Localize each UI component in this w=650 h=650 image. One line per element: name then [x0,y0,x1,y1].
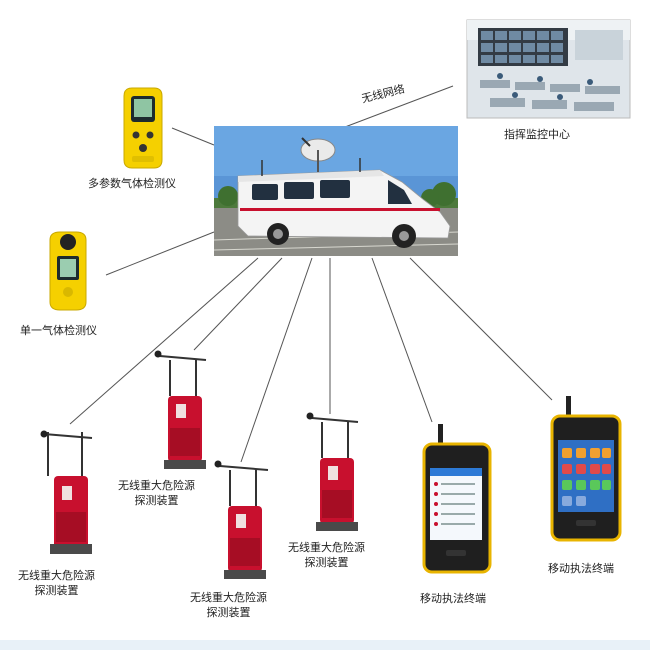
connector-mobile-1 [372,258,432,422]
single-gas-detector-image [50,232,86,310]
multi-gas-detector-label: 多参数气体检测仪 [88,176,176,191]
hazard-detector-3-label-line1: 无线重大危险源 [190,590,267,605]
connector-hazard-2 [194,258,282,350]
connector-hazard-1 [70,258,258,424]
hazard-detector-4-image [307,413,359,532]
mobile-terminal-1-image [424,424,490,572]
connector-multi-gas [172,128,214,145]
bottom-strip [0,640,650,650]
mobile-terminal-2-label: 移动执法终端 [548,561,614,576]
hazard-detector-4-label-line1: 无线重大危险源 [288,540,365,555]
mobile-terminal-1-label: 移动执法终端 [420,591,486,606]
hazard-detector-4-label-line2: 探测装置 [288,555,365,570]
hazard-detector-3-image [215,461,269,580]
hazard-detector-2-label: 无线重大危险源 探测装置 [118,478,195,508]
hazard-detector-3-label-line2: 探测装置 [190,605,267,620]
hazard-detector-1-label-line1: 无线重大危险源 [18,568,95,583]
hazard-detector-4-label: 无线重大危险源 探测装置 [288,540,365,570]
command-center-photo [467,20,630,118]
hazard-detector-1-image [41,431,93,555]
hazard-detector-3-label: 无线重大危险源 探测装置 [190,590,267,620]
hazard-detector-1-label-line2: 探测装置 [18,583,95,598]
multi-gas-detector-image [124,88,162,168]
hazard-detector-2-label-line1: 无线重大危险源 [118,478,195,493]
command-vehicle-photo [214,126,458,256]
command-center-label: 指挥监控中心 [504,127,570,142]
mobile-terminal-2-image [552,396,620,540]
connector-hazard-3 [241,258,312,462]
hazard-detector-2-image [155,351,207,470]
hazard-detector-2-label-line2: 探测装置 [118,493,195,508]
connector-single-gas [106,232,214,275]
hazard-detector-1-label: 无线重大危险源 探测装置 [18,568,95,598]
connector-mobile-2 [410,258,552,400]
single-gas-detector-label: 单一气体检测仪 [20,323,97,338]
